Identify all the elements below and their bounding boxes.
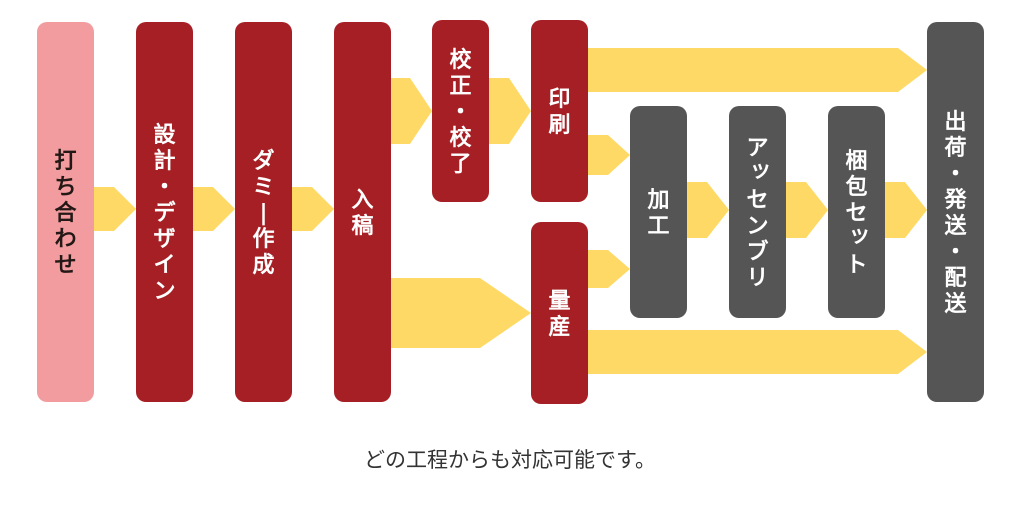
arrow-kosei-to-insatsu [488, 78, 531, 144]
step-kosei: 校正・校了 [432, 20, 489, 202]
arrow-insatsu-to-kako [587, 135, 630, 175]
step-kako: 加工 [630, 106, 687, 318]
arrow-konpo-to-shukka [884, 182, 927, 238]
step-box-kako [630, 106, 687, 318]
step-box-dummy [235, 22, 292, 402]
step-label-ryosan: 量産 [548, 289, 570, 340]
step-box-kosei [432, 20, 489, 202]
step-label-shukka: 出荷・発送・配送 [943, 110, 967, 317]
arrow-uchiawase-to-sekkei [93, 187, 136, 231]
step-insatsu: 印刷 [531, 20, 588, 202]
arrow-assembly-to-konpo [785, 182, 828, 238]
step-ryosan: 量産 [531, 222, 588, 404]
step-uchiawase: 打ち合わせ [37, 22, 94, 402]
arrow-ryosan-to-kako [587, 250, 630, 288]
step-sekkei: 設計・デザイン [136, 22, 193, 402]
step-dummy: ダミ|作成 [235, 22, 292, 402]
step-label-kako: 加工 [646, 188, 669, 239]
arrows-layer [93, 48, 927, 374]
step-label-insatsu: 印刷 [548, 87, 570, 138]
step-label-kosei: 校正・校了 [449, 47, 472, 177]
step-box-nyuko [334, 22, 391, 402]
step-box-assembly [729, 106, 786, 318]
arrow-kako-to-assembly [686, 182, 729, 238]
step-label-assembly: アッセンブリ [746, 136, 771, 291]
arrow-nyuko-to-kosei [390, 78, 432, 144]
arrow-dummy-to-nyuko [291, 187, 334, 231]
arrow-insatsu-to-shukka [587, 48, 927, 92]
arrow-nyuko-to-ryosan [390, 278, 531, 348]
arrow-sekkei-to-dummy [192, 187, 235, 231]
step-label-nyuko: 入稿 [351, 188, 373, 239]
step-assembly: アッセンブリ [729, 106, 786, 318]
step-label-uchiawase: 打ち合わせ [54, 149, 77, 278]
step-label-konpo: 梱包セット [845, 149, 870, 278]
step-label-sekkei: 設計・デザイン [153, 122, 176, 304]
arrow-ryosan-to-shukka [587, 330, 927, 374]
step-box-insatsu [531, 20, 588, 202]
step-shukka: 出荷・発送・配送 [927, 22, 984, 402]
caption: どの工程からも対応可能です。 [364, 448, 656, 472]
step-konpo: 梱包セット [828, 106, 885, 318]
step-box-uchiawase [37, 22, 94, 402]
step-label-dummy: ダミ|作成 [252, 148, 274, 278]
step-box-sekkei [136, 22, 193, 402]
step-box-shukka [927, 22, 984, 402]
step-box-konpo [828, 106, 885, 318]
step-box-ryosan [531, 222, 588, 404]
step-nyuko: 入稿 [334, 22, 391, 402]
